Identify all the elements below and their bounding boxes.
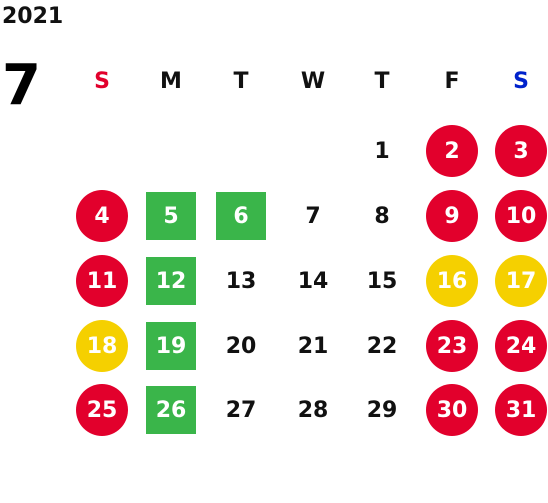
day-17: 17 xyxy=(495,255,547,307)
day-3: 3 xyxy=(495,125,547,177)
weekday-fri: F xyxy=(444,68,460,94)
day-5: 5 xyxy=(146,192,196,240)
day-15: 15 xyxy=(366,268,398,294)
day-4: 4 xyxy=(76,190,128,242)
day-13: 13 xyxy=(225,268,257,294)
day-20: 20 xyxy=(225,333,257,359)
day-27: 27 xyxy=(225,397,257,423)
day-31: 31 xyxy=(495,384,547,436)
weekday-sun: S xyxy=(94,68,110,94)
day-14: 14 xyxy=(297,268,329,294)
weekday-tue: T xyxy=(233,68,249,94)
day-11: 11 xyxy=(76,255,128,307)
day-2: 2 xyxy=(426,125,478,177)
weekday-wed: W xyxy=(300,68,326,94)
day-28: 28 xyxy=(297,397,329,423)
day-22: 22 xyxy=(366,333,398,359)
day-9: 9 xyxy=(426,190,478,242)
day-21: 21 xyxy=(297,333,329,359)
year-label: 2021 xyxy=(2,4,64,29)
day-6: 6 xyxy=(216,192,266,240)
day-10: 10 xyxy=(495,190,547,242)
day-18: 18 xyxy=(76,320,128,372)
day-30: 30 xyxy=(426,384,478,436)
day-7: 7 xyxy=(305,203,321,229)
day-29: 29 xyxy=(366,397,398,423)
day-1: 1 xyxy=(374,138,390,164)
day-16: 16 xyxy=(426,255,478,307)
weekday-sat: S xyxy=(513,68,529,94)
day-26: 26 xyxy=(146,386,196,434)
weekday-mon: M xyxy=(160,68,182,94)
day-8: 8 xyxy=(374,203,390,229)
weekday-thu: T xyxy=(374,68,390,94)
day-25: 25 xyxy=(76,384,128,436)
day-24: 24 xyxy=(495,320,547,372)
month-number: 7 xyxy=(2,53,41,118)
day-23: 23 xyxy=(426,320,478,372)
day-12: 12 xyxy=(146,257,196,305)
day-19: 19 xyxy=(146,322,196,370)
